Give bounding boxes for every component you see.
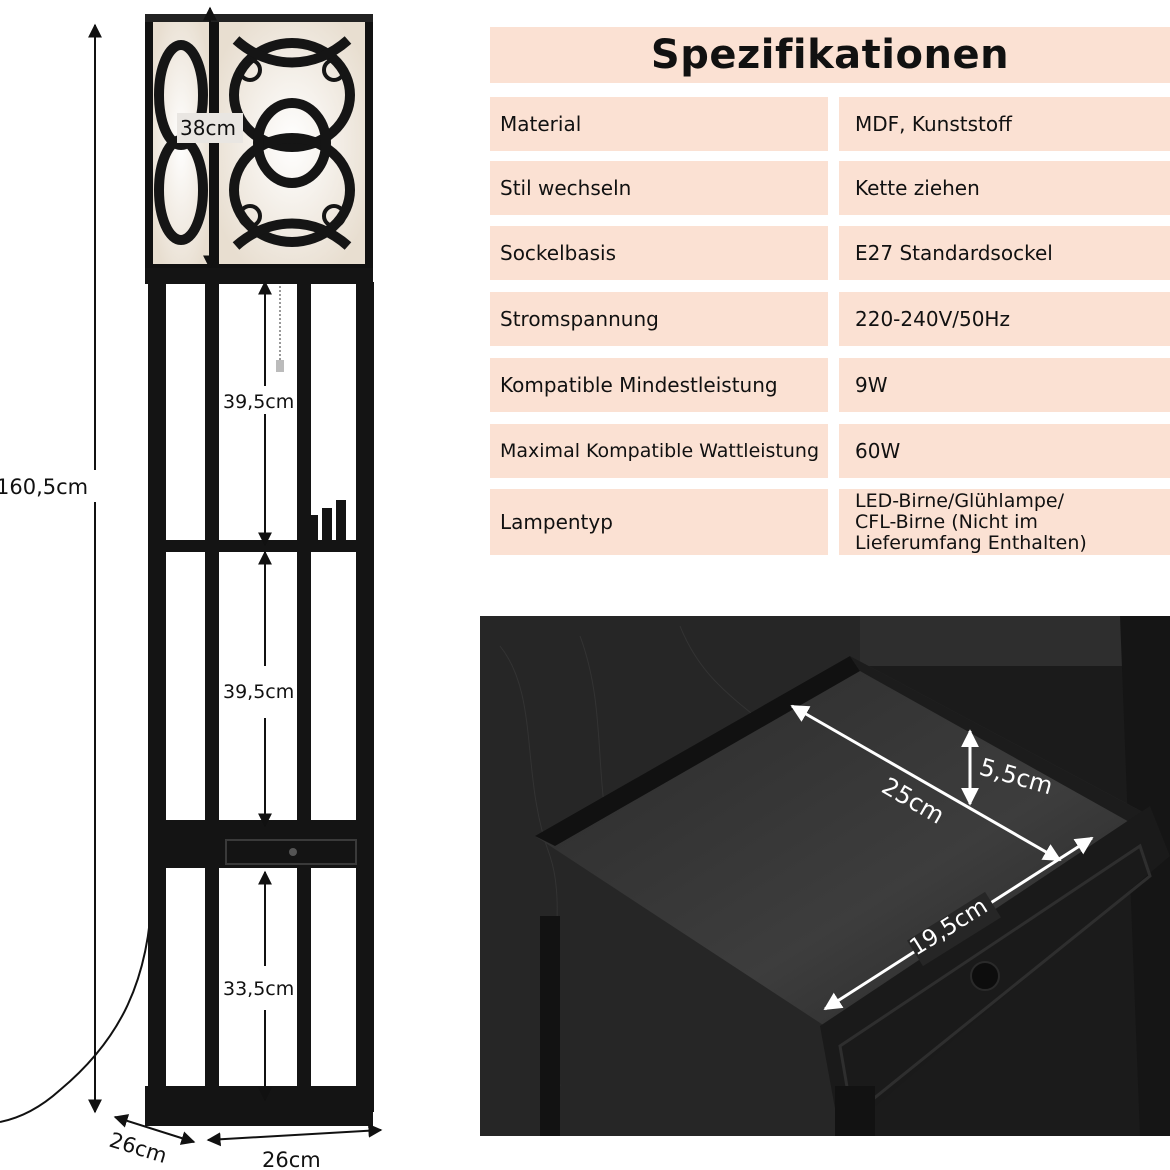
spec-label: Maximal Kompatible Wattleistung [490, 424, 828, 478]
spec-label: Lampentyp [490, 489, 828, 555]
power-cord [0, 887, 153, 1123]
spec-value: MDF, Kunststoff [839, 97, 1170, 151]
spec-label: Kompatible Mindestleistung [490, 358, 828, 412]
spec-row-material: Material MDF, Kunststoff [490, 97, 1170, 151]
spec-value: 220-240V/50Hz [839, 292, 1170, 346]
spec-label: Material [490, 97, 828, 151]
spec-row-max-power: Maximal Kompatible Wattleistung 60W [490, 424, 1170, 478]
spec-label: Sockelbasis [490, 226, 828, 280]
spec-value: E27 Standardsockel [839, 226, 1170, 280]
width-label: 26cm [262, 1148, 321, 1170]
spec-row-min-power: Kompatible Mindestleistung 9W [490, 358, 1170, 412]
spec-label: Stil wechseln [490, 161, 828, 215]
shelf-2-height-label: 39,5cm [223, 681, 294, 703]
shelf-1-height-label: 39,5cm [223, 391, 294, 413]
lamp-figure: 160,5cm 38cm [0, 6, 383, 1170]
spec-row-style: Stil wechseln Kette ziehen [490, 161, 1170, 215]
spec-row-voltage: Stromspannung 220-240V/50Hz [490, 292, 1170, 346]
shade-width-label: 38cm [180, 116, 236, 140]
spec-row-lamp-type: Lampentyp LED-Birne/Glühlampe/ CFL-Birne… [490, 489, 1170, 555]
small-drawer [225, 839, 357, 865]
spec-value: 9W [839, 358, 1170, 412]
spec-value: Kette ziehen [839, 161, 1170, 215]
drawer-knob [970, 961, 1000, 991]
spec-title: Spezifikationen [490, 27, 1170, 83]
spec-value: LED-Birne/Glühlampe/ CFL-Birne (Nicht im… [839, 489, 1170, 555]
drawer-photo: 25cm 5,5cm 19,5cm [480, 616, 1170, 1136]
spec-row-socket: Sockelbasis E27 Standardsockel [490, 226, 1170, 280]
depth-label: 26cm [107, 1128, 170, 1168]
small-drawer-knob [289, 848, 297, 856]
spec-label: Stromspannung [490, 292, 828, 346]
shelf-3-height-label: 33,5cm [223, 978, 294, 1000]
total-height-label: 160,5cm [0, 475, 88, 499]
spec-value: 60W [839, 424, 1170, 478]
